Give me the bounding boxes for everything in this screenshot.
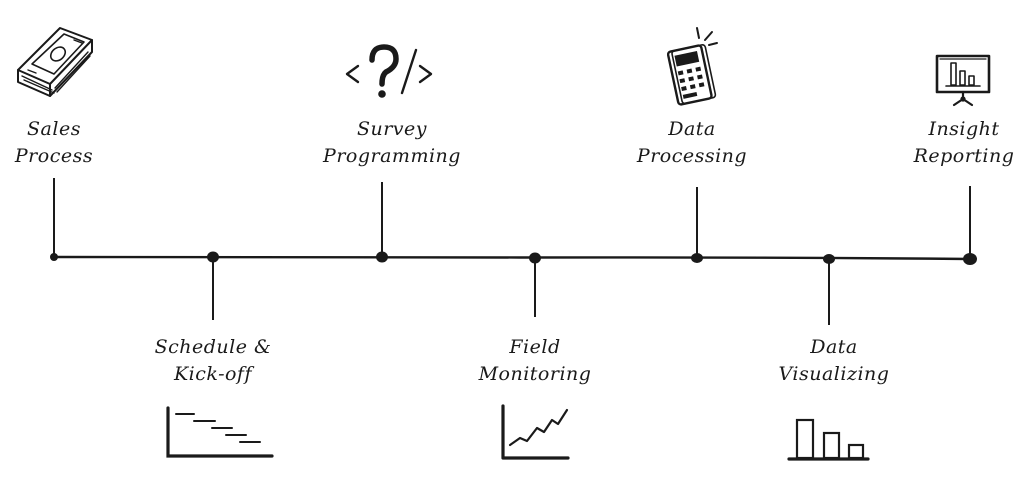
money-stack-icon	[17, 27, 93, 97]
stage-label-sales-process: Sales Process	[4, 116, 104, 170]
stage-label-line2: Process	[14, 145, 94, 167]
stage-label-schedule-kickoff: Schedule & Kick-off	[138, 334, 288, 388]
stage-label-survey-programming: Survey Programming	[317, 116, 467, 170]
gantt-chart-icon	[166, 406, 274, 458]
node-sales-process	[50, 253, 58, 261]
stage-label-line1: Data	[668, 118, 716, 140]
node-survey-programming	[376, 251, 388, 263]
calculator-icon	[666, 27, 718, 106]
stage-label-line1: Insight	[928, 118, 1000, 140]
stage-label-line2: Processing	[636, 145, 748, 167]
stage-label-line1: Sales	[27, 118, 81, 140]
stage-label-line2: Kick-off	[173, 363, 252, 385]
node-insight-reporting	[963, 253, 977, 265]
node-data-processing	[691, 253, 703, 263]
stage-label-line2: Visualizing	[778, 363, 890, 385]
stage-label-insight-reporting: Insight Reporting	[910, 116, 1018, 170]
bar-chart-icon	[787, 418, 870, 461]
code-question-icon	[345, 44, 433, 98]
node-data-visualizing	[823, 254, 835, 264]
node-schedule-kickoff	[207, 251, 219, 263]
stage-label-line2: Programming	[323, 145, 461, 167]
presentation-board-icon	[935, 54, 991, 107]
stage-label-line1: Data	[810, 336, 858, 358]
stage-label-data-visualizing: Data Visualizing	[764, 334, 904, 388]
stage-label-line2: Monitoring	[478, 363, 592, 385]
stage-label-field-monitoring: Field Monitoring	[465, 334, 605, 388]
node-field-monitoring	[529, 252, 541, 264]
stage-label-line1: Schedule &	[154, 336, 272, 358]
line-chart-icon	[501, 404, 570, 460]
stage-label-line1: Field	[509, 336, 561, 358]
stage-label-data-processing: Data Processing	[622, 116, 762, 170]
stage-label-line2: Reporting	[913, 145, 1015, 167]
stage-label-line1: Survey	[356, 118, 428, 140]
